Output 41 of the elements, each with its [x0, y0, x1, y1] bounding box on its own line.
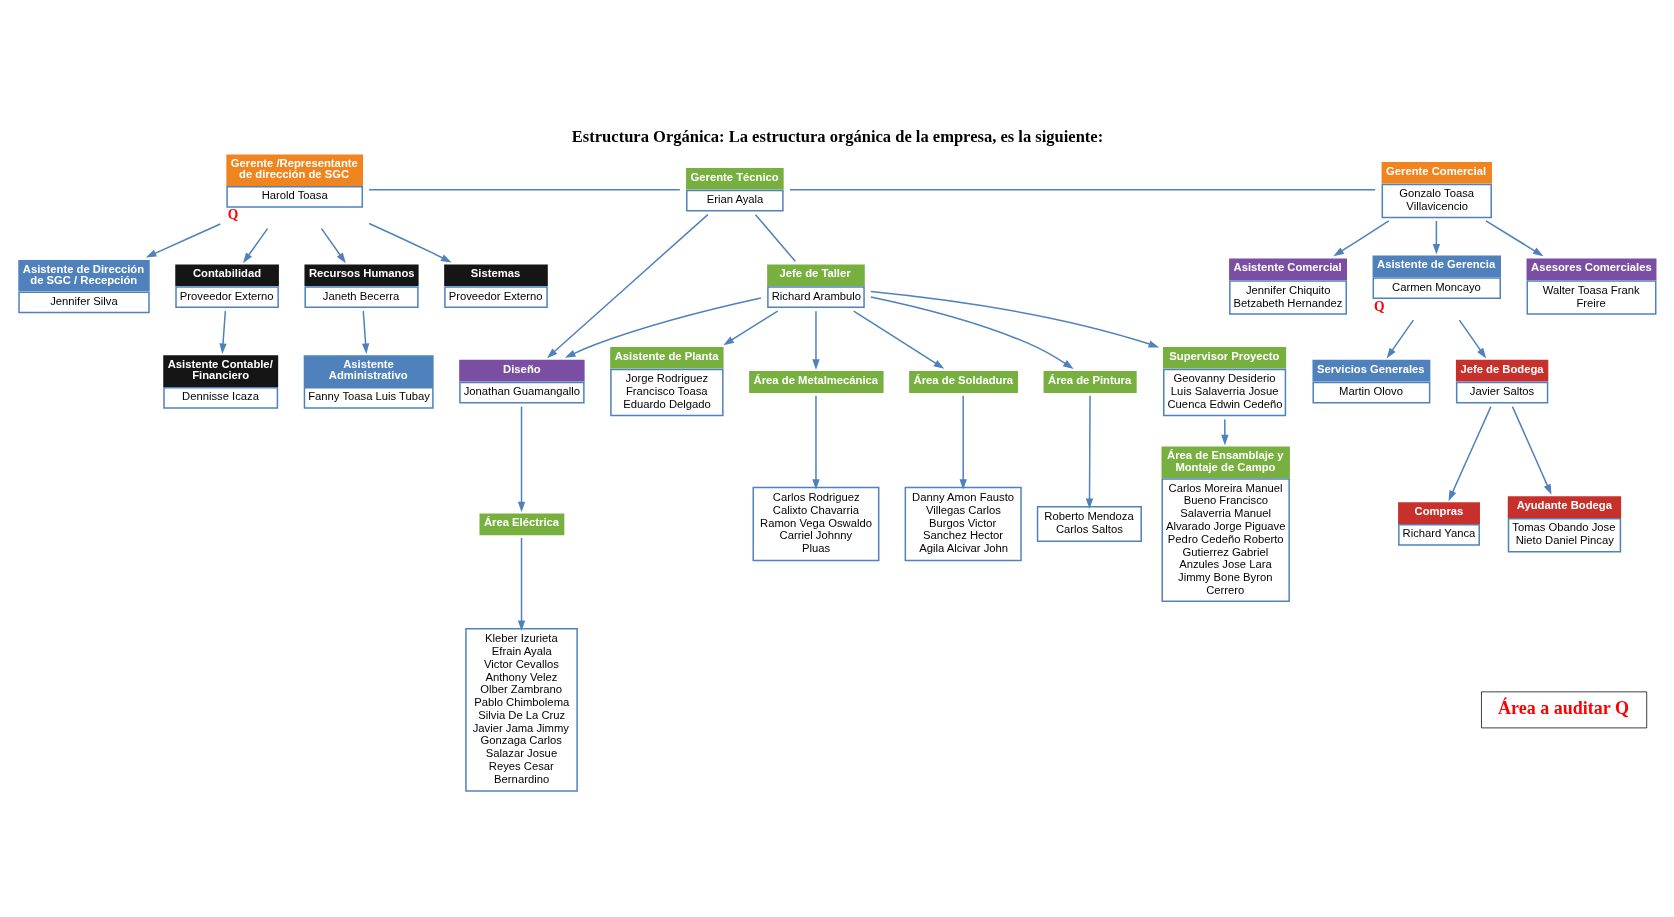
- node-box: Área de Pintura: [1043, 370, 1137, 393]
- arrow: [145, 222, 222, 257]
- node-box: Área de Soldadura: [909, 370, 1018, 393]
- arrow: [1221, 418, 1229, 445]
- arrow: [1485, 219, 1544, 256]
- arrow: [361, 309, 370, 354]
- arrow: [1432, 219, 1441, 255]
- node-box: Área de Metalmecánica: [749, 370, 884, 393]
- arrow: [1448, 405, 1492, 501]
- connector: [754, 213, 797, 262]
- arrow: [1511, 405, 1552, 495]
- arrow: [870, 290, 1160, 347]
- node-box: Carlos Rodriguez Calixto Chavarria Ramon Vega Oswaldo Carriel Johnny Pluas: [752, 486, 880, 561]
- arrow: [852, 309, 945, 369]
- arrow: [1458, 318, 1487, 358]
- arrow: [564, 296, 762, 358]
- arrow: [812, 394, 820, 490]
- arrow: [959, 394, 967, 490]
- arrow: [723, 309, 779, 345]
- arrow: [1085, 394, 1094, 509]
- node-box: Área Eléctrica: [479, 512, 565, 535]
- node-label: Q: [1374, 298, 1385, 314]
- arrow: [1386, 318, 1415, 358]
- node-box: Roberto Mendoza Carlos Saltos: [1036, 505, 1142, 542]
- arrow: [870, 295, 1074, 369]
- arrow: [219, 309, 227, 354]
- connector: [368, 188, 681, 190]
- arrow: [1333, 219, 1390, 256]
- arrow: [546, 213, 709, 358]
- connector: [789, 188, 1376, 190]
- arrow: [517, 536, 526, 631]
- arrow: [320, 227, 346, 263]
- node-box: Kleber Izurieta Efrain Ayala Victor Cevallos Anthony Velez Olber Zambrano Pablo Chimbolema Silvia De La Cruz Javier Jama Jimmy Gonzaga Carlos Salazar Josue Reyes Cesar Bernardino: [465, 627, 578, 792]
- label: Área a auditar Q: [1497, 697, 1629, 718]
- arrow: [368, 222, 452, 262]
- arrow: [812, 309, 820, 370]
- arrow: [242, 227, 269, 263]
- node-label: Q: [227, 206, 239, 222]
- diagram-title: Estructura Orgánica: La estructura orgánica de la empresa, es la siguiente:: [571, 126, 1104, 146]
- node-box: Danny Amon Fausto Villegas Carlos Burgos Victor Sanchez Hector Agila Alcivar John: [904, 486, 1022, 561]
- arrow: [517, 405, 526, 512]
